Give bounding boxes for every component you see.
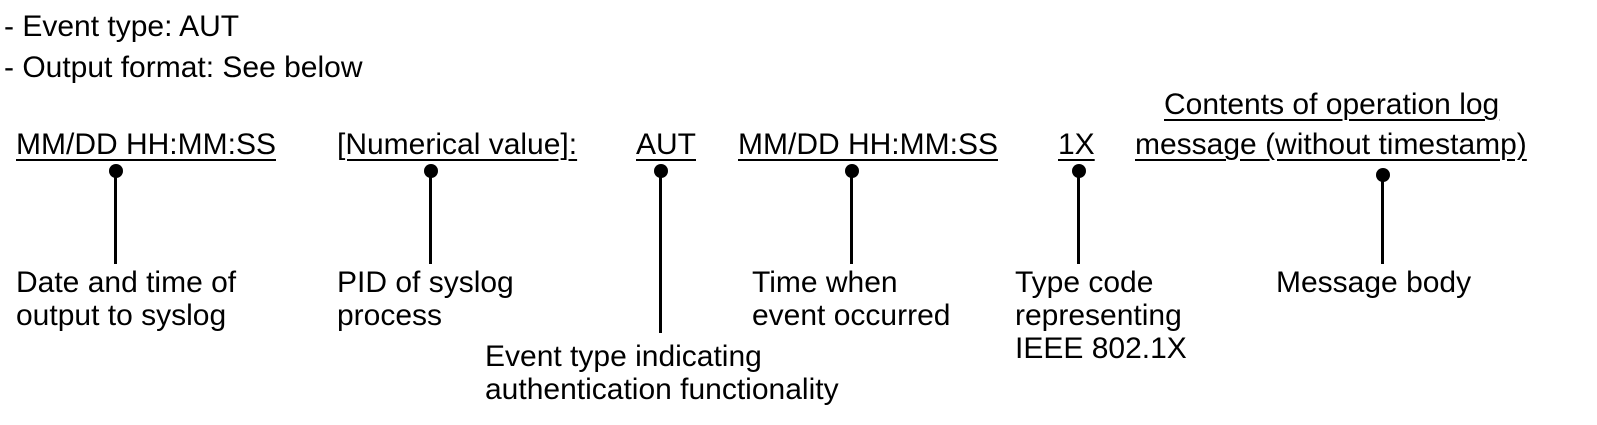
connector-line-event-timestamp — [850, 171, 853, 264]
field-label-log-contents-line2: message (without timestamp) — [1135, 128, 1527, 161]
description-event-type-line1: Event type indicating — [485, 340, 762, 373]
field-label-event-timestamp: MM/DD HH:MM:SS — [738, 128, 998, 161]
output-format-line: - Output format: See below — [4, 51, 363, 84]
connector-line-event-type — [659, 171, 662, 333]
connector-line-numerical-value — [429, 171, 432, 264]
description-event-type-line2: authentication functionality — [485, 373, 839, 406]
description-numerical-value-line2: process — [337, 299, 443, 332]
description-event-timestamp-line2: event occurred — [752, 299, 951, 332]
description-numerical-value-line1: PID of syslog — [337, 266, 514, 299]
description-log-contents: Message body — [1276, 266, 1472, 299]
description-type-code-line3: IEEE 802.1X — [1015, 332, 1187, 365]
description-syslog-timestamp-line1: Date and time of — [16, 266, 237, 299]
description-event-timestamp-line1: Time when — [752, 266, 898, 299]
description-type-code-line2: representing — [1015, 299, 1182, 332]
connector-line-syslog-timestamp — [114, 171, 117, 264]
field-label-event-type: AUT — [636, 128, 696, 161]
field-label-syslog-timestamp: MM/DD HH:MM:SS — [16, 128, 276, 161]
field-label-type-code: 1X — [1058, 128, 1095, 161]
connector-line-log-contents — [1381, 175, 1384, 264]
connector-line-type-code — [1077, 171, 1080, 264]
description-type-code-line1: Type code — [1015, 266, 1154, 299]
field-label-numerical-value: [Numerical value]: — [337, 128, 578, 161]
description-syslog-timestamp-line2: output to syslog — [16, 299, 227, 332]
field-label-log-contents-line1: Contents of operation log — [1164, 88, 1500, 121]
event-type-line: - Event type: AUT — [4, 10, 240, 43]
